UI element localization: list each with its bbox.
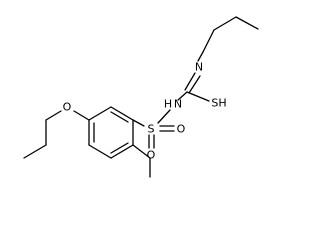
molecule-structure: N N H SH S O O O [23,16,259,178]
atom-h-sulfonamide: H [164,98,172,111]
bond-c-sh [186,91,210,102]
bond-butyl-n [197,51,204,62]
bond-butyl-2 [213,16,237,31]
atom-n-amine: N [195,61,203,74]
atom-o-sulfonyl-right: O [177,123,186,136]
atom-sh: SH [211,97,226,110]
atom-n-sulfonamide: N [174,98,182,111]
ring-bond-2 [88,106,112,121]
bond-o-propyl-1 [45,110,62,121]
bond-ring-o [73,110,90,121]
bond-c-nh [177,91,188,101]
ring-inner-1 [110,111,129,123]
atom-o-sulfonyl-bottom: O [147,149,156,162]
bond-nh-s [157,109,171,124]
bond-n-c-double-b [188,75,201,94]
ring-bond-5 [110,144,134,159]
bond-n-c-double-a [184,72,196,91]
bond-butyl-1 [235,16,259,30]
atom-s-sulfonyl: S [148,123,155,136]
ring-inner-3 [110,142,129,154]
bond-butyl-3 [202,29,215,53]
atom-o-ether: O [63,101,72,114]
bond-s-ring [132,119,145,127]
ring-bond-4 [88,144,112,159]
bond-methyl [132,144,151,159]
ring-bond-1 [110,106,134,121]
bond-propyl-3 [23,144,47,159]
